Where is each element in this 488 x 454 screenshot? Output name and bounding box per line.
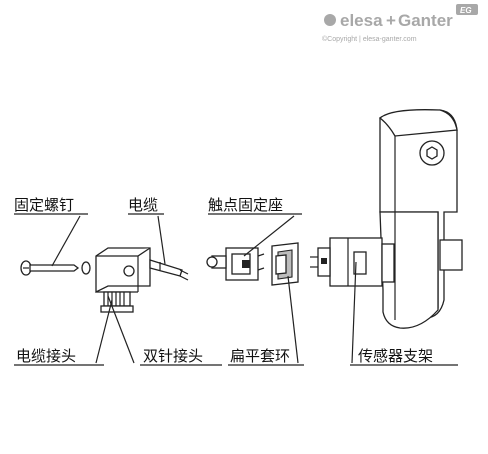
brand-plus: + [386, 11, 396, 30]
label-flat-sleeve: 扁平套环 [230, 347, 290, 365]
sensor-bracket-drawing [310, 109, 463, 329]
contact-holder-drawing [206, 247, 265, 281]
leader-lines [14, 213, 458, 366]
label-contact-holder: 触点固定座 [208, 196, 283, 214]
brand-copyright: ©Copyright | elesa-ganter.com [322, 35, 417, 43]
fixing-screw-drawing [20, 260, 91, 276]
brand-badge [456, 4, 478, 15]
label-fixing-screw: 固定螺钉 [14, 196, 74, 214]
label-two-pin-connector: 双针接头 [143, 347, 203, 365]
cable-connector-drawing [95, 247, 189, 313]
label-sensor-bracket: 传感器支架 [358, 347, 433, 365]
flat-sleeve-drawing [271, 242, 299, 286]
label-cable: 电缆 [128, 196, 158, 214]
brand-badge-text: EG [460, 6, 472, 15]
brand-name-prefix: elesa [340, 11, 383, 30]
brand-logo: elesa + Ganter ©Copyright | elesa-ganter… [322, 4, 478, 43]
brand-name-suffix: Ganter [398, 11, 453, 30]
brand-dot-icon [324, 14, 336, 26]
label-cable-connector: 电缆接头 [16, 347, 76, 365]
